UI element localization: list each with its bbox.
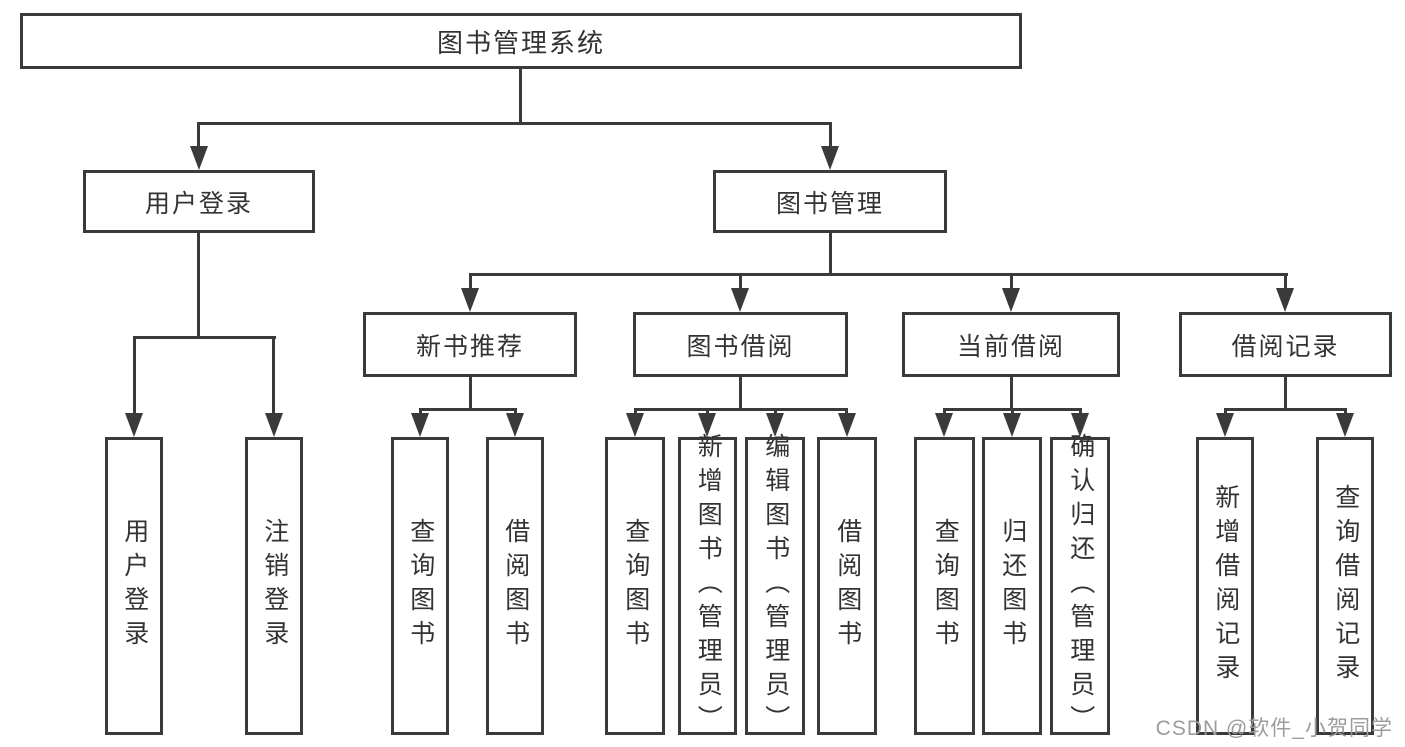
node-label: 编辑图书（管理员） — [761, 433, 790, 739]
leaf-return-books: 归还图书 — [982, 437, 1042, 735]
connector-line — [469, 273, 1288, 276]
arrowhead-down-icon — [1216, 413, 1234, 437]
arrowhead-down-icon — [1276, 288, 1294, 312]
arrowhead-down-icon — [411, 413, 429, 437]
node-borrowing-records: 借阅记录 — [1179, 312, 1392, 377]
node-label: 查询图书 — [621, 518, 650, 654]
connector-line — [634, 408, 848, 411]
connector-line — [739, 276, 742, 290]
connector-line — [1284, 276, 1287, 290]
node-label: 当前借阅 — [956, 332, 1065, 361]
connector-line — [1010, 276, 1013, 290]
node-library-management-system: 图书管理系统 — [20, 13, 1022, 69]
connector-line — [197, 233, 200, 339]
node-book-management: 图书管理 — [713, 170, 947, 233]
leaf-add-borrow-record: 新增借阅记录 — [1196, 437, 1254, 735]
connector-line — [829, 233, 832, 276]
arrowhead-down-icon — [821, 146, 839, 170]
connector-line — [1224, 408, 1346, 411]
connector-line — [469, 276, 472, 290]
node-label: 借阅图书 — [833, 518, 862, 654]
connector-line — [519, 69, 522, 122]
arrowhead-down-icon — [1336, 413, 1354, 437]
connector-line — [133, 336, 276, 339]
connector-line — [272, 339, 275, 418]
node-book-borrowing: 图书借阅 — [633, 312, 848, 377]
csdn-watermark: CSDN @软件_小贺同学 — [1155, 717, 1393, 740]
node-label: 借阅图书 — [501, 518, 530, 654]
arrowhead-down-icon — [190, 146, 208, 170]
connector-line — [197, 122, 200, 150]
leaf-logout: 注销登录 — [245, 437, 303, 735]
node-label: 注销登录 — [260, 518, 289, 654]
node-label: 图书借阅 — [686, 332, 795, 361]
node-label: 新增借阅记录 — [1211, 484, 1240, 688]
arrowhead-down-icon — [731, 288, 749, 312]
connector-line — [197, 122, 831, 125]
node-new-book-recommendation: 新书推荐 — [363, 312, 577, 377]
arrowhead-down-icon — [838, 413, 856, 437]
leaf-query-books-recommend: 查询图书 — [391, 437, 449, 735]
connector-line — [739, 377, 742, 411]
arrowhead-down-icon — [125, 413, 143, 437]
connector-line — [829, 122, 832, 150]
arrowhead-down-icon — [1071, 413, 1089, 437]
node-label: 确认归还（管理员） — [1066, 433, 1095, 739]
arrowhead-down-icon — [935, 413, 953, 437]
node-label: 借阅记录 — [1231, 332, 1340, 361]
arrowhead-down-icon — [626, 413, 644, 437]
leaf-add-book-admin: 新增图书（管理员） — [678, 433, 737, 739]
leaf-borrow-books-borrowing: 借阅图书 — [817, 437, 877, 735]
node-label: 图书管理 — [775, 189, 884, 218]
leaf-query-books-current: 查询图书 — [914, 437, 975, 735]
node-label: 图书管理系统 — [436, 27, 605, 58]
connector-line — [469, 377, 472, 411]
node-user-login: 用户登录 — [83, 170, 315, 233]
leaf-query-books-borrowing: 查询图书 — [605, 437, 665, 735]
node-label: 新书推荐 — [415, 332, 524, 361]
connector-line — [1010, 377, 1013, 411]
connector-line — [419, 408, 517, 411]
arrowhead-down-icon — [265, 413, 283, 437]
node-label: 查询借阅记录 — [1331, 484, 1360, 688]
node-current-borrowing: 当前借阅 — [902, 312, 1120, 377]
node-label: 查询图书 — [931, 518, 960, 654]
connector-line — [133, 339, 136, 418]
node-label: 查询图书 — [406, 518, 435, 654]
leaf-confirm-return-admin: 确认归还（管理员） — [1050, 433, 1110, 739]
leaf-user-login: 用户登录 — [105, 437, 163, 735]
leaf-edit-book-admin: 编辑图书（管理员） — [745, 433, 805, 739]
arrowhead-down-icon — [506, 413, 524, 437]
connector-line — [1284, 377, 1287, 411]
arrowhead-down-icon — [461, 288, 479, 312]
node-label: 新增图书（管理员） — [694, 433, 723, 739]
arrowhead-down-icon — [1003, 413, 1021, 437]
node-label: 用户登录 — [120, 518, 149, 654]
node-label: 用户登录 — [144, 189, 253, 218]
leaf-borrow-books-recommend: 借阅图书 — [486, 437, 544, 735]
arrowhead-down-icon — [766, 413, 784, 437]
arrowhead-down-icon — [698, 413, 716, 437]
arrowhead-down-icon — [1002, 288, 1020, 312]
leaf-query-borrow-record: 查询借阅记录 — [1316, 437, 1374, 735]
node-label: 归还图书 — [998, 518, 1027, 654]
